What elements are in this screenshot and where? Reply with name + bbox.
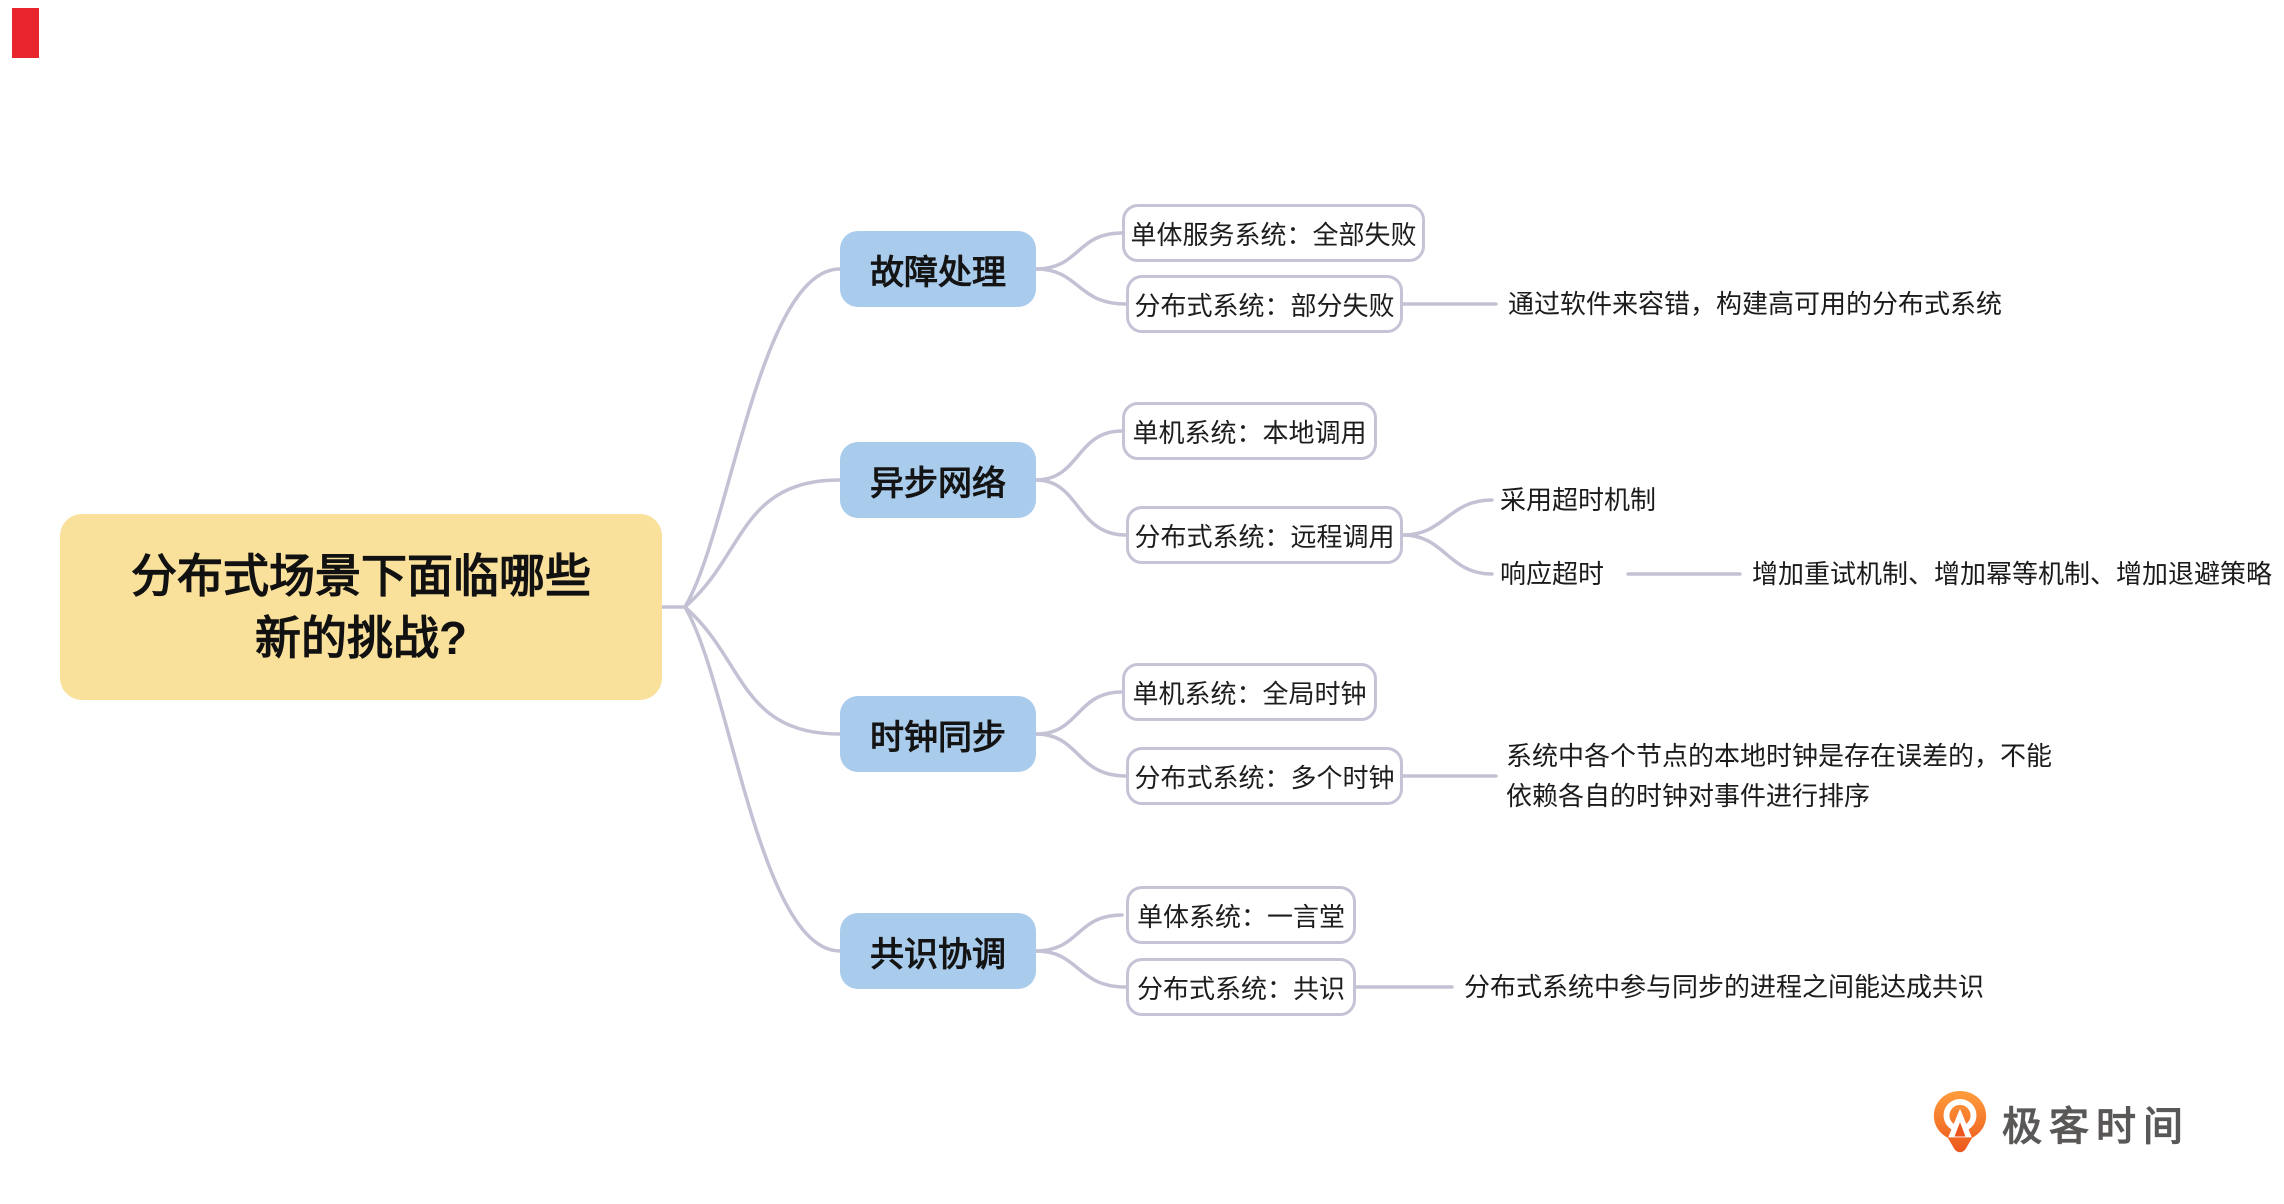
annotation-consensus-note: 分布式系统中参与同步的进程之间能达成共识 xyxy=(1464,972,1985,1002)
branch-node-fault-handling: 故障处理 xyxy=(840,231,1036,307)
logo: 极客时间 xyxy=(1933,1090,2190,1156)
leaf-node-monolithic-all-fail: 单体服务系统：全部失败 xyxy=(1122,204,1425,262)
leaf-node-distributed-partial-fail: 分布式系统：部分失败 xyxy=(1126,275,1403,333)
leaf-node-distributed-multi-clock: 分布式系统：多个时钟 xyxy=(1126,747,1403,805)
annotation-retry-strategies: 增加重试机制、增加幂等机制、增加退避策略 xyxy=(1752,559,2273,589)
annotation-response-timeout: 响应超时 xyxy=(1500,559,1605,589)
leaf-node-distributed-remote-call: 分布式系统：远程调用 xyxy=(1126,506,1403,564)
branch-node-consensus: 共识协调 xyxy=(840,913,1036,989)
corner-marker xyxy=(12,8,39,58)
leaf-node-single-global-clock: 单机系统：全局时钟 xyxy=(1122,663,1377,721)
leaf-node-single-local-call: 单机系统：本地调用 xyxy=(1122,402,1377,460)
leaf-node-distributed-consensus: 分布式系统：共识 xyxy=(1126,958,1356,1016)
annotation-fault-tolerance: 通过软件来容错，构建高可用的分布式系统 xyxy=(1508,289,2003,319)
root-label-line2: 新的挑战? xyxy=(254,612,468,664)
annotation-clock-error: 系统中各个节点的本地时钟是存在误差的，不能 依赖各自的时钟对事件进行排序 xyxy=(1506,736,2106,816)
leaf-node-monolithic-one-voice: 单体系统：一言堂 xyxy=(1126,886,1356,944)
branch-node-clock-sync: 时钟同步 xyxy=(840,696,1036,772)
root-node: 分布式场景下面临哪些 新的挑战? xyxy=(60,514,662,700)
branch-node-async-network: 异步网络 xyxy=(840,442,1036,518)
annotation-timeout-mechanism: 采用超时机制 xyxy=(1500,485,1657,515)
annotation-clock-error-line1: 系统中各个节点的本地时钟是存在误差的，不能 xyxy=(1506,741,2053,771)
geek-time-logo-icon xyxy=(1933,1090,1987,1153)
annotation-clock-error-line2: 依赖各自的时钟对事件进行排序 xyxy=(1506,781,1871,811)
geek-time-logo-text: 极客时间 xyxy=(2002,1105,2190,1149)
root-label-line1: 分布式场景下面临哪些 xyxy=(131,550,591,602)
